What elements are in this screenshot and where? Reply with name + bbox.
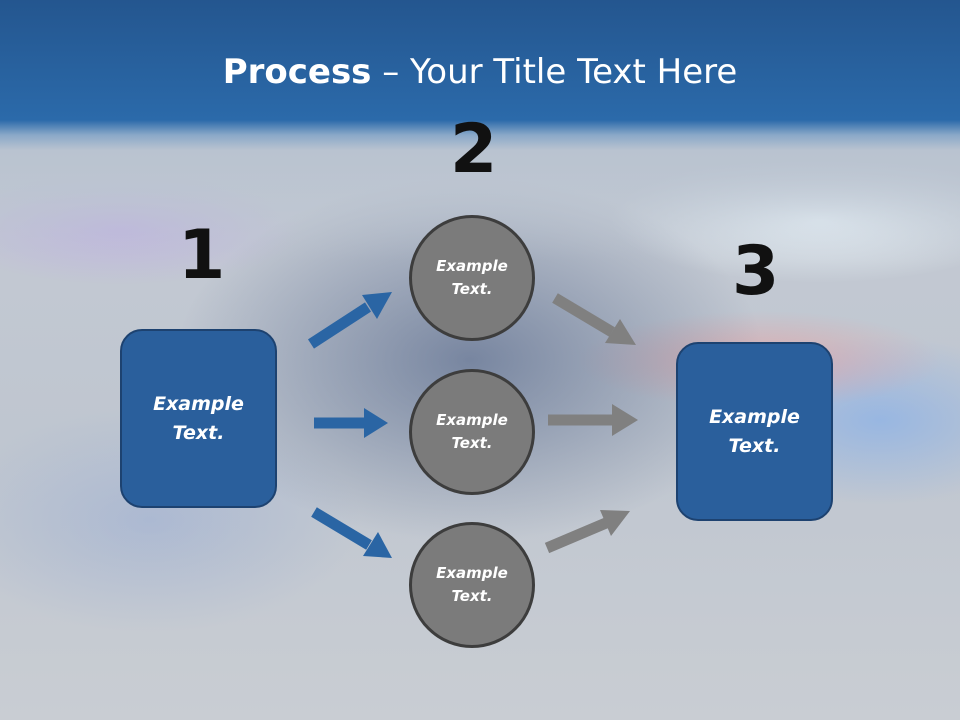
step-2-circle-middle: Example Text.	[409, 369, 535, 495]
title-strong: Process	[222, 52, 372, 92]
arrow-to-middle-circle	[314, 408, 388, 438]
arrow-to-top-circle	[308, 292, 392, 349]
title-rest: – Your Title Text Here	[371, 52, 738, 92]
step-2-circle-bottom: Example Text.	[409, 522, 535, 648]
arrow-to-bottom-circle	[311, 507, 392, 558]
step-number-1: 1	[178, 216, 226, 295]
step-1-box: Example Text.	[120, 329, 277, 508]
step-3-box: Example Text.	[676, 342, 833, 521]
arrow-from-top-circle	[552, 293, 636, 345]
step-number-3: 3	[732, 232, 780, 311]
slide-title: Process – Your Title Text Here	[0, 52, 960, 92]
step-2-circle-top: Example Text.	[409, 215, 535, 341]
step-number-2: 2	[450, 110, 498, 189]
arrow-from-bottom-circle	[544, 510, 630, 554]
arrow-from-middle-circle	[548, 404, 638, 436]
